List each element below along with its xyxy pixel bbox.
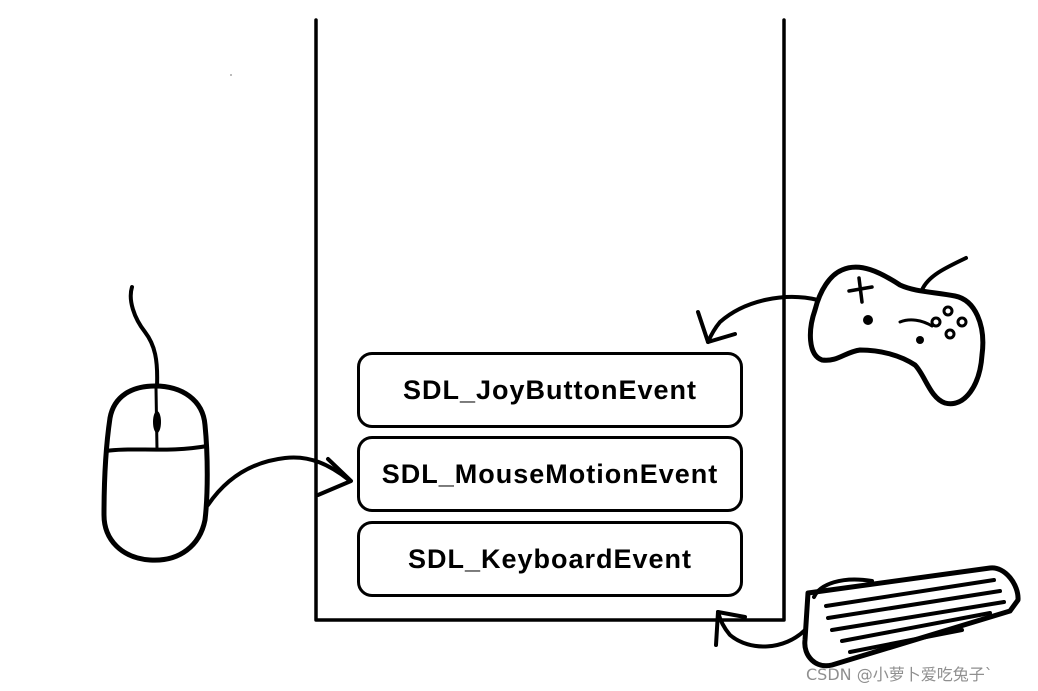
gamepad-dpad [847,276,874,304]
gamepad-right-stick [916,336,924,344]
arrowhead [714,610,747,647]
keyboard-to-queue-arrow [714,610,807,649]
gamepad-center-mark [898,318,934,328]
mouse-icon [101,285,210,563]
event-mousemotion: SDL_MouseMotionEvent [357,436,743,512]
event-queue-container [314,18,786,622]
mouse-to-queue-arrow [206,455,353,507]
mouse-button-divider [104,444,209,453]
keyboard-keys [824,578,1006,654]
mouse-cord [128,285,160,388]
gamepad-body [807,264,986,407]
arrowhead [696,310,737,344]
gamepad-icon [807,256,986,407]
gamepad-left-stick [863,315,873,325]
gamepad-to-queue-arrow [696,294,820,344]
mouse-scroll-wheel [153,411,161,433]
mouse-body [101,383,210,563]
keyboard-body [802,565,1021,669]
watermark: CSDN @小萝卜爱吃兔子` [806,665,993,684]
gamepad-cord [920,256,968,292]
keyboard-icon [802,565,1021,669]
stray-mark [230,74,232,76]
arrowhead [316,457,353,497]
event-keyboard: SDL_KeyboardEvent [357,521,743,597]
event-joybutton: SDL_JoyButtonEvent [357,352,743,428]
gamepad-face-buttons [930,305,968,340]
